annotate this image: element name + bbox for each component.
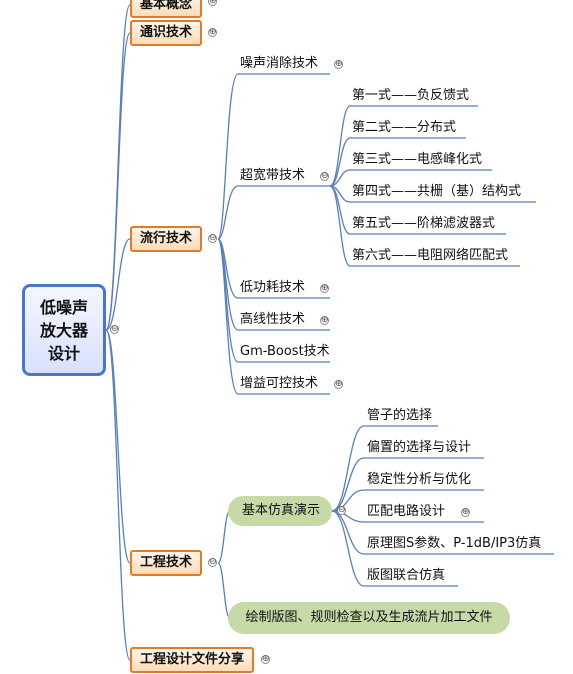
topic-layout-drc-tapeout[interactable]: 绘制版图、规则检查以及生成流片加工文件	[228, 602, 510, 634]
link-root-general	[105, 32, 131, 331]
uwb-item[interactable]: 第一式——负反馈式	[352, 88, 470, 103]
topic-uwb[interactable]: 超宽带技术	[240, 168, 306, 183]
link-popular-noise	[217, 73, 330, 240]
uwb-item[interactable]: 第三式——电感峰化式	[352, 152, 483, 167]
link-root-engineering	[105, 329, 131, 564]
uwb-collapse-icon[interactable]: ⊖	[320, 171, 329, 181]
sim-item[interactable]: 偏置的选择与设计	[367, 440, 472, 455]
basic-simulation-collapse-icon[interactable]: ⊖	[337, 505, 346, 515]
general-tech-expand-icon[interactable]: ⊕	[208, 27, 217, 37]
popular-tech-collapse-icon[interactable]: ⊖	[208, 233, 217, 243]
link-popular-uwb	[217, 185, 330, 240]
link-root-files	[105, 329, 131, 661]
sim-item[interactable]: 匹配电路设计	[367, 504, 446, 519]
sim-item[interactable]: 管子的选择	[367, 408, 433, 423]
category-popular-tech[interactable]: 流行技术	[130, 226, 203, 252]
sim-item[interactable]: 原理图S参数、P-1dB/IP3仿真	[367, 536, 542, 551]
category-engineering-tech[interactable]: 工程技术	[130, 550, 203, 576]
root-collapse-icon[interactable]: ⊖	[110, 324, 119, 334]
sim-item[interactable]: 稳定性分析与优化	[367, 472, 472, 487]
topic-low-power[interactable]: 低功耗技术	[240, 280, 306, 295]
link-sim-4	[331, 510, 484, 523]
category-basic-concepts[interactable]: 基本概念	[130, 0, 203, 18]
uwb-item[interactable]: 第五式——阶梯滤波器式	[352, 216, 496, 231]
link-root-popular	[105, 238, 131, 331]
uwb-item[interactable]: 第二式——分布式	[352, 120, 457, 135]
high-linearity-expand-icon[interactable]: ⊕	[320, 315, 329, 325]
link-uwb-3	[329, 169, 492, 187]
matching-circuit-expand-icon[interactable]: ⊕	[461, 507, 470, 517]
design-files-expand-icon[interactable]: ⊕	[261, 654, 270, 664]
topic-high-linearity[interactable]: 高线性技术	[240, 312, 306, 327]
gain-control-expand-icon[interactable]: ⊕	[334, 379, 343, 389]
low-power-expand-icon[interactable]: ⊕	[320, 283, 329, 293]
uwb-item[interactable]: 第四式——共栅（基）结构式	[352, 184, 522, 199]
link-sim-3	[331, 489, 484, 512]
link-uwb-2	[329, 137, 466, 187]
link-popular-gain	[217, 238, 330, 395]
category-general-tech[interactable]: 通识技术	[130, 20, 203, 46]
noise-cancellation-expand-icon[interactable]: ⊕	[334, 59, 343, 69]
uwb-item[interactable]: 第六式——电阻网络匹配式	[352, 248, 509, 263]
link-sim-5	[331, 510, 554, 555]
link-eng-sim	[217, 510, 231, 564]
link-uwb-1	[329, 105, 478, 187]
engineering-tech-collapse-icon[interactable]: ⊖	[208, 557, 217, 567]
link-uwb-6	[329, 185, 520, 267]
topic-gain-control[interactable]: 增益可控技术	[240, 376, 319, 391]
category-design-files[interactable]: 工程设计文件分享	[130, 647, 255, 673]
root-node[interactable]: 低噪声 放大器 设计	[22, 284, 106, 376]
topic-basic-simulation[interactable]: 基本仿真演示	[228, 496, 332, 526]
basic-concepts-expand-icon[interactable]: ⊕	[208, 0, 217, 6]
topic-gm-boost[interactable]: Gm-Boost技术	[240, 344, 330, 359]
sim-item[interactable]: 版图联合仿真	[367, 568, 446, 583]
topic-noise-cancellation[interactable]: 噪声消除技术	[240, 56, 319, 71]
link-eng-layout	[217, 562, 231, 619]
link-sim-2	[331, 457, 484, 512]
